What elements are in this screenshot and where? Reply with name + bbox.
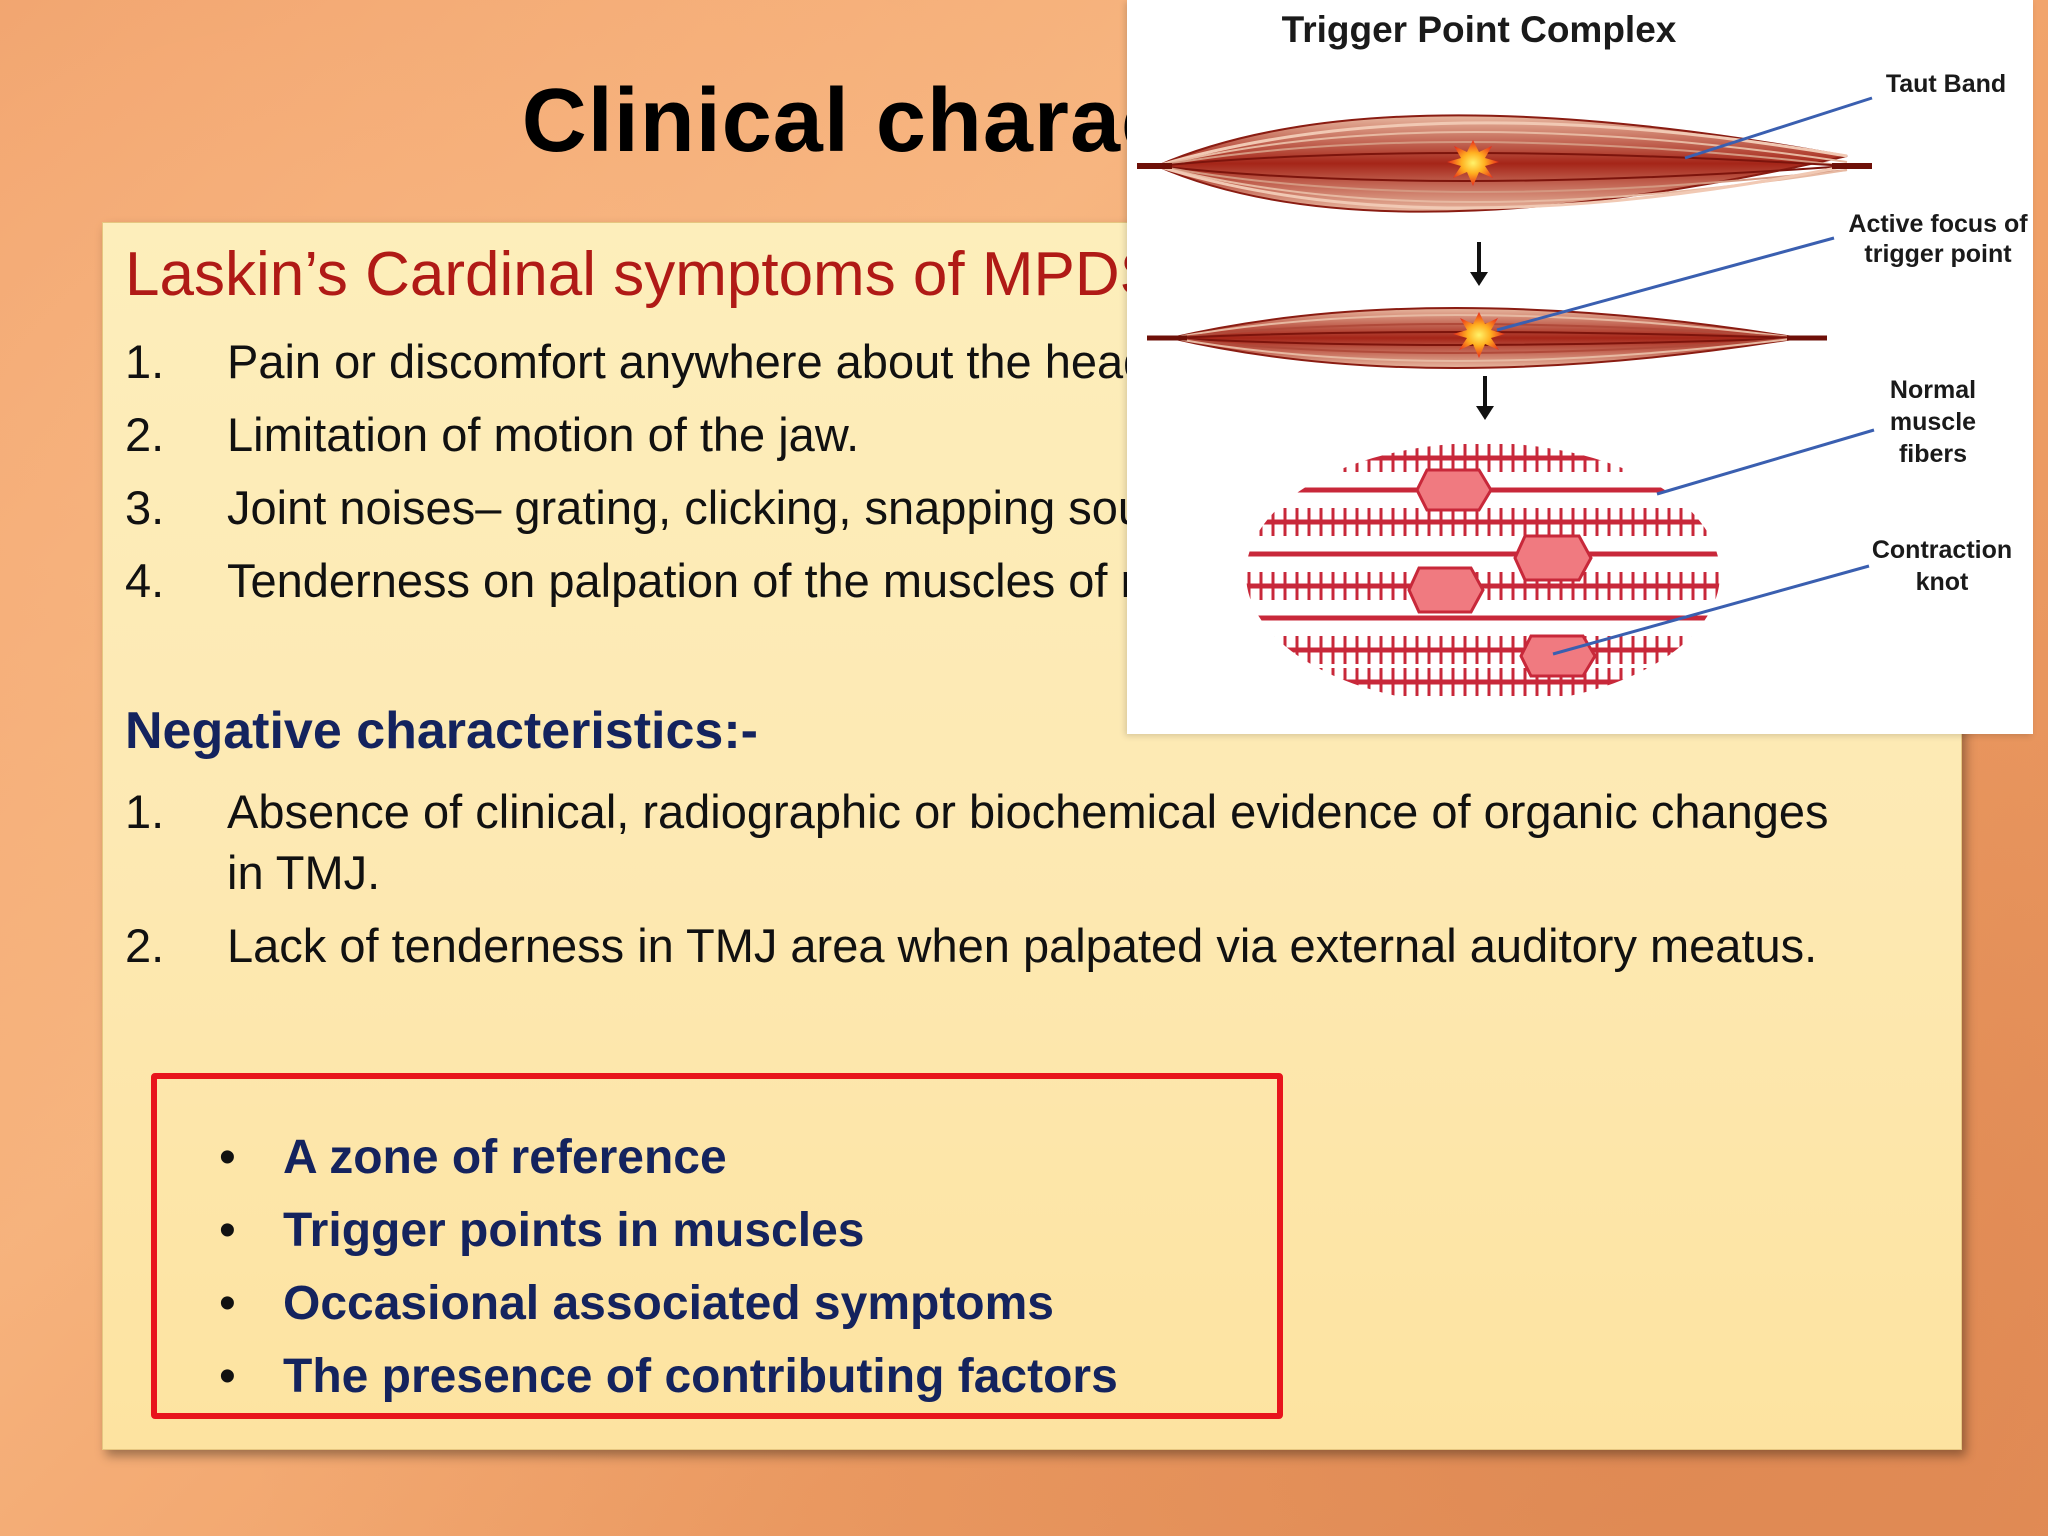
boxed-bullet-list: • A zone of reference • Trigger points in … bbox=[219, 1121, 1118, 1413]
bullet-text: Occasional associated symptoms bbox=[283, 1277, 1054, 1330]
item-number: 1. bbox=[125, 785, 165, 838]
item-number: 3. bbox=[125, 481, 165, 534]
bullet-item: • The presence of contributing factors bbox=[219, 1340, 1118, 1413]
contraction-knot bbox=[1415, 468, 1493, 512]
list-item: 3. Joint noises– grating, clicking, snapp… bbox=[125, 477, 1845, 538]
bullet-text: The presence of contributing factors bbox=[283, 1350, 1118, 1403]
leader-lines bbox=[1496, 96, 1875, 656]
subtitle: Laskin’s Cardinal symptoms of MPDS bbox=[125, 240, 1161, 309]
item-number: 1. bbox=[125, 335, 165, 388]
contraction-knot bbox=[1519, 634, 1597, 678]
negative-characteristics-list: 1. Absence of clinical, radiographic or b… bbox=[125, 781, 1845, 988]
active-focus-spindle bbox=[1147, 307, 1827, 369]
label-normal-fibers: Normal bbox=[1890, 376, 1976, 404]
bullet-glyph: • bbox=[219, 1277, 236, 1330]
bullet-item: • A zone of reference bbox=[219, 1121, 1118, 1194]
trigger-point-figure: Trigger Point Complex bbox=[1127, 0, 2033, 734]
item-text: Joint noises– grating, clicking, snappin… bbox=[227, 481, 1233, 534]
contraction-knot bbox=[1513, 534, 1593, 582]
contraction-knot bbox=[1407, 566, 1485, 614]
label-normal-fibers-2: muscle bbox=[1890, 408, 1976, 436]
label-active-focus-2: trigger point bbox=[1864, 240, 2012, 268]
list-item: 2. Limitation of motion of the jaw. bbox=[125, 404, 1845, 465]
item-text: Absence of clinical, radiographic or bio… bbox=[227, 785, 1829, 899]
trigger-point-burst bbox=[1447, 140, 1499, 186]
highlight-box: • A zone of reference • Trigger points in … bbox=[151, 1073, 1283, 1419]
arrow-down-icon bbox=[1470, 242, 1488, 286]
muscle-fiber-cross-section bbox=[1245, 442, 1721, 706]
taut-band-spindle bbox=[1137, 114, 1872, 213]
label-contraction-knot: Contraction bbox=[1872, 536, 2012, 564]
list-item: 2. Lack of tenderness in TMJ area when pa… bbox=[125, 915, 1845, 976]
bullet-text: Trigger points in muscles bbox=[283, 1204, 865, 1257]
bullet-item: • Trigger points in muscles bbox=[219, 1194, 1118, 1267]
bullet-glyph: • bbox=[219, 1204, 236, 1257]
figure-title: Trigger Point Complex bbox=[1282, 9, 1677, 50]
item-text: Limitation of motion of the jaw. bbox=[227, 408, 860, 461]
item-number: 2. bbox=[125, 919, 165, 972]
label-contraction-knot-2: knot bbox=[1916, 568, 1969, 596]
bullet-glyph: • bbox=[219, 1131, 236, 1184]
list-item: 1. Absence of clinical, radiographic or b… bbox=[125, 781, 1845, 903]
label-normal-fibers-3: fibers bbox=[1899, 440, 1967, 468]
bullet-text: A zone of reference bbox=[283, 1131, 727, 1184]
label-active-focus: Active focus of bbox=[1848, 210, 2028, 238]
item-number: 4. bbox=[125, 554, 165, 607]
negative-heading: Negative characteristics:- bbox=[125, 702, 758, 760]
bullet-item: • Occasional associated symptoms bbox=[219, 1267, 1118, 1340]
arrow-down-icon bbox=[1476, 376, 1494, 420]
bullet-glyph: • bbox=[219, 1350, 236, 1403]
item-number: 2. bbox=[125, 408, 165, 461]
label-taut-band: Taut Band bbox=[1886, 70, 2006, 98]
trigger-point-diagram: Trigger Point Complex bbox=[1137, 9, 2028, 707]
active-focus-burst bbox=[1453, 312, 1505, 358]
item-text: Lack of tenderness in TMJ area when palp… bbox=[227, 919, 1818, 972]
